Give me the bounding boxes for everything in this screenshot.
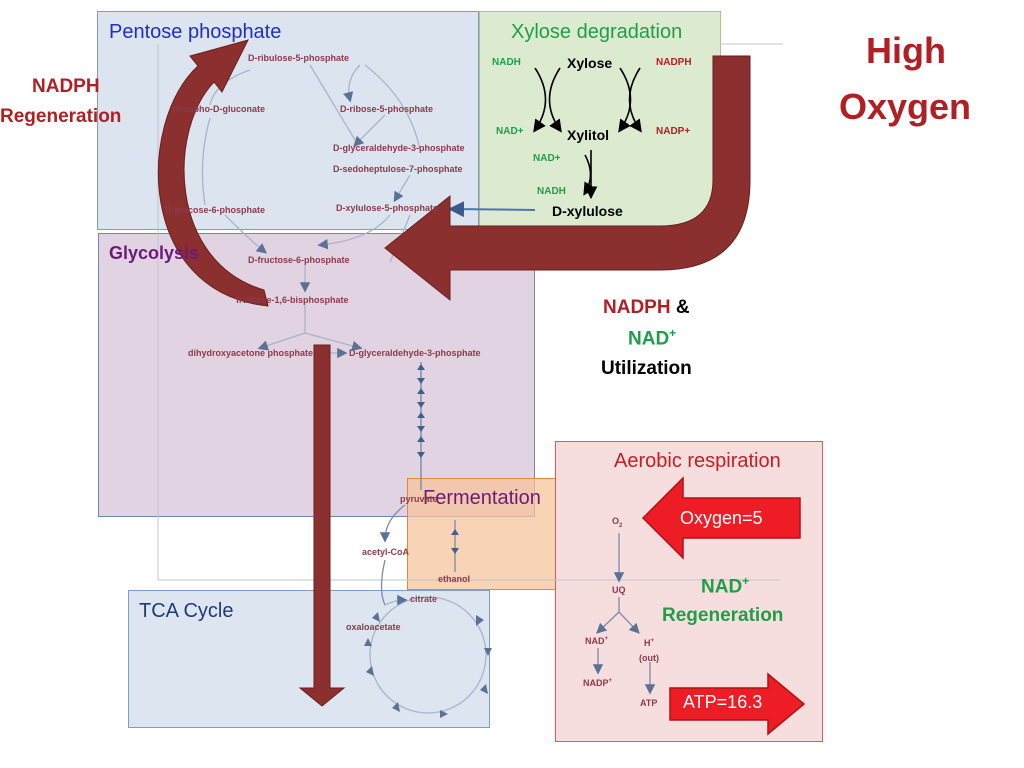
xylulose-to-x5p-arrow [448, 201, 536, 218]
metabolite-xylulose-5-phosphate: D-xylulose-5-phosphate [336, 203, 439, 213]
xylose-degradation-box [479, 11, 721, 230]
utilization-nad-sup: + [669, 326, 677, 340]
utilization-amp: & [670, 297, 690, 318]
glycolysis-title: Glycolysis [109, 243, 200, 263]
condition-label-line1: High [866, 30, 946, 71]
respiration-o2: O2 [612, 516, 622, 529]
metabolite-ribulose-5-phosphate: D-ribulose-5-phosphate [248, 53, 350, 63]
lower-glycolysis-arrowheads [417, 364, 425, 458]
respiration-atp: ATP [640, 698, 658, 708]
respiration-edges [592, 533, 656, 695]
aerobic-respiration-title: Aerobic respiration [614, 450, 781, 472]
xylitol-label: Xylitol [567, 127, 610, 143]
pentose-phosphate-title: Pentose phosphate [109, 21, 282, 43]
utilization-label-line1: NADPH & [603, 297, 690, 319]
metabolite-fructose-bisphosphate: fructose-1,6-bisphosphate [236, 295, 349, 305]
respiration-nad-sup: + [604, 636, 609, 642]
ethanol-arrowheads [451, 529, 459, 554]
metabolite-pyruvate: pyruvate [400, 494, 438, 504]
xylitol-nadh-mid: NADH [537, 186, 566, 197]
respiration-h-out: (out) [639, 653, 659, 663]
d-xylulose-label: D-xylulose [552, 203, 623, 219]
metabolite-citrate: citrate [410, 594, 438, 604]
xylose-label: Xylose [567, 55, 613, 71]
respiration-nad: NAD+ [585, 636, 608, 646]
nad-regeneration-sup: + [742, 574, 750, 588]
metabolite-fructose-6-phosphate: D-fructose-6-phosphate [248, 255, 350, 265]
metabolite-ethanol: ethanol [438, 574, 471, 584]
respiration-nad-text: NAD [585, 636, 605, 646]
metabolite-ribose-5-phosphate: D-ribose-5-phosphate [340, 104, 434, 114]
xylose-degradation-title: Xylose degradation [511, 21, 683, 43]
metabolite-glyceraldehyde-3-phosphate: D-glyceraldehyde-3-phosphate [349, 348, 481, 358]
tca-cycle-box [128, 590, 490, 728]
respiration-h-text: H [644, 638, 651, 648]
atp-value-label: ATP=16.3 [683, 692, 763, 712]
metabolite-phospho-gluconate: phospho-D-gluconate [172, 104, 265, 114]
nad-regeneration-nad: NAD [701, 576, 743, 598]
nadph-regeneration-flux-arrow [157, 39, 269, 307]
fermentation-title: Fermentation [423, 487, 541, 509]
pentose-network-edges [201, 64, 421, 359]
xylose-nadp-right: NADP+ [656, 126, 691, 137]
respiration-nadp-sup: + [608, 678, 613, 684]
network-frame [157, 43, 783, 581]
condition-label-line2: Oxygen [839, 86, 972, 127]
tca-cycle-ring [369, 594, 487, 714]
metabolite-glucose-6-phosphate: D-glucose-6-phosphate [165, 205, 266, 215]
glycolysis-to-tca-flux-arrow [298, 344, 346, 707]
oxygen-input-arrow [641, 476, 801, 560]
xylose-nad-left: NAD+ [496, 126, 524, 137]
xylose-cofactor-arcs [533, 67, 642, 200]
metabolite-acetyl-coa: acetyl-CoA [362, 547, 410, 557]
metabolite-glyceraldehyde-3-phosphate-ppp: D-glyceraldehyde-3-phosphate [333, 143, 465, 153]
xylose-nadph-right: NADPH [656, 57, 692, 68]
nad-regeneration-label-line2: Regeneration [662, 605, 784, 626]
respiration-nadp: NADP+ [583, 678, 612, 688]
fermentation-edges [379, 504, 456, 606]
xylose-flux-arrow [384, 55, 751, 302]
metabolite-oxaloacetate: oxaloacetate [346, 622, 401, 632]
respiration-h-sup: + [650, 638, 655, 644]
fermentation-box [407, 478, 574, 590]
nadph-regeneration-label-line2: Regeneration [0, 106, 122, 127]
xylitol-nad-mid: NAD+ [533, 153, 561, 164]
respiration-nadp-text: NADP [583, 678, 609, 688]
respiration-o2-text: O [612, 516, 620, 526]
nadph-regeneration-label-line1: NADPH [32, 76, 100, 97]
respiration-h-plus: H+ [644, 638, 654, 648]
nad-regeneration-label-line1: NAD+ [701, 574, 749, 598]
metabolite-sedoheptulose-7-phosphate: D-sedoheptulose-7-phosphate [333, 164, 463, 174]
respiration-uq: UQ [612, 585, 626, 595]
xylose-nadh-left: NADH [492, 57, 521, 68]
utilization-label-line2: NAD+ [628, 326, 676, 350]
oxygen-value-label: Oxygen=5 [680, 508, 763, 528]
utilization-nad: NAD [628, 328, 670, 350]
tca-cycle-arrowheads [364, 612, 492, 718]
respiration-o2-sub: 2 [619, 522, 623, 529]
utilization-nadph: NADPH [603, 297, 671, 318]
tca-cycle-title: TCA Cycle [139, 600, 234, 622]
utilization-label-line3: Utilization [601, 358, 692, 379]
metabolite-dihydroxyacetone-phosphate: dihydroxyacetone phosphate [188, 348, 314, 358]
atp-output-arrow [669, 672, 806, 736]
